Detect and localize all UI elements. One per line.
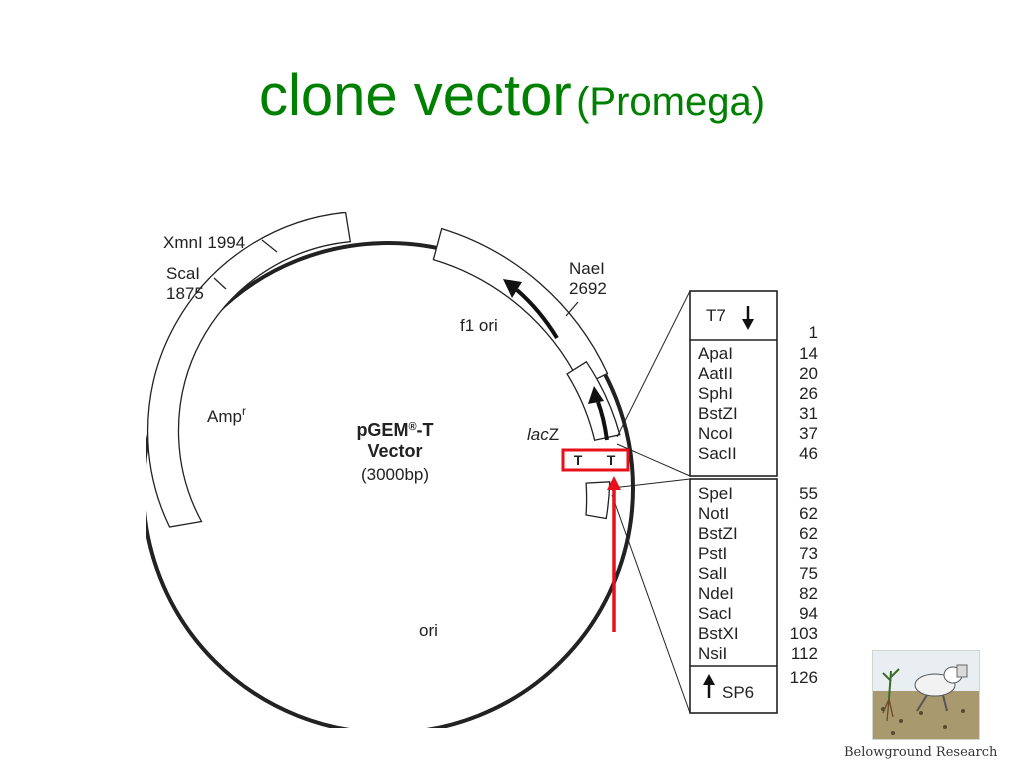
f1-ori-arrowhead [503,279,522,298]
mcs-enzyme-position: 55 [799,484,818,503]
f1-ori-label: f1 ori [460,316,498,335]
fan-line-3 [611,478,691,489]
site-naei-position: 2692 [569,279,607,298]
segment-lacz-lower [585,481,611,520]
mcs-enzyme-name: AatII [698,364,733,383]
mcs-enzyme-position: 14 [799,344,818,363]
mcs-enzyme-position: 37 [799,424,818,443]
lacz-arrow [596,401,609,441]
mcs-enzyme-position: 62 [799,504,818,523]
fan-line-1 [616,290,691,438]
plasmid-backbone [146,241,635,728]
site-naei-label: NaeI [569,259,605,278]
slide-title: clone vector (Promega) [0,62,1024,129]
mcs-enzyme-name: SpeI [698,484,733,503]
mcs-enzyme-name: ApaI [698,344,733,363]
t-overhang-left: T [574,452,583,468]
mcs-enzyme-name: SphI [698,384,733,403]
site-xmni-label: XmnI 1994 [163,233,245,252]
mcs-upper-box [689,290,778,477]
mcs-enzyme-name: BstXI [698,624,739,643]
sp6-position: 126 [790,668,818,687]
t7-down-arrow-icon [742,319,754,330]
mcs-enzyme-position: 112 [791,644,818,663]
mcs-enzyme-position: 75 [799,564,818,583]
mcs-enzyme-position: 26 [799,384,818,403]
logo-caption: Belowground Research [844,745,998,760]
segment-ampr [146,212,352,528]
title-subtitle: (Promega) [576,80,766,124]
t7-promoter-label: T7 [706,306,726,325]
mcs-enzyme-name: SacII [698,444,737,463]
mcs-enzyme-name: PstI [698,544,727,563]
insertion-arrow-head [607,476,621,490]
site-scai-position: 1875 [166,284,204,303]
leader-scai [213,277,227,290]
mcs-enzyme-position: 73 [799,544,818,563]
belowground-research-logo [872,650,980,740]
mcs-enzyme-name: NotI [698,504,729,523]
mcs-lower-box [689,478,778,714]
vector-subtitle: Vector [367,441,422,461]
mcs-enzyme-name: NcoI [698,424,733,443]
fan-line-4 [611,494,691,714]
mcs-enzyme-position: 82 [799,584,818,603]
segment-f1-ori [432,227,609,388]
mcs-enzyme-name: NsiI [698,644,727,663]
vector-name: pGEM®-T [356,420,433,440]
mcs-enzyme-position: 94 [799,604,818,623]
mcs-enzyme-name: SacI [698,604,732,623]
mcs-enzyme-name: NdeI [698,584,734,603]
mcs-enzyme-position: 20 [799,364,818,383]
mcs-enzyme-name: SalI [698,564,727,583]
site-scai-label: ScaI [166,264,200,283]
mcs-enzyme-position: 46 [799,444,818,463]
lacz-label: lacZ [527,425,559,444]
vector-size: (3000bp) [361,465,429,484]
t7-position: 1 [809,323,818,342]
t-overhang-right: T [607,452,616,468]
leader-xmni [261,239,278,253]
mcs-enzyme-position: 31 [799,404,818,423]
mcs-enzyme-name: BstZI [698,404,738,423]
lacz-arrowhead [588,386,604,404]
sp6-up-arrow-icon [703,674,715,685]
mcs-enzyme-position: 62 [799,524,818,543]
mcs-enzyme-name: BstZI [698,524,738,543]
sp6-promoter-label: SP6 [722,683,754,702]
ori-label: ori [419,621,438,640]
ampr-label: Ampr [207,404,246,426]
t-overhang-highlight [561,448,630,472]
title-main: clone vector [258,63,572,128]
mcs-enzyme-position: 103 [790,624,818,643]
leader-naei [565,301,579,317]
f1-ori-arrow [515,288,559,340]
